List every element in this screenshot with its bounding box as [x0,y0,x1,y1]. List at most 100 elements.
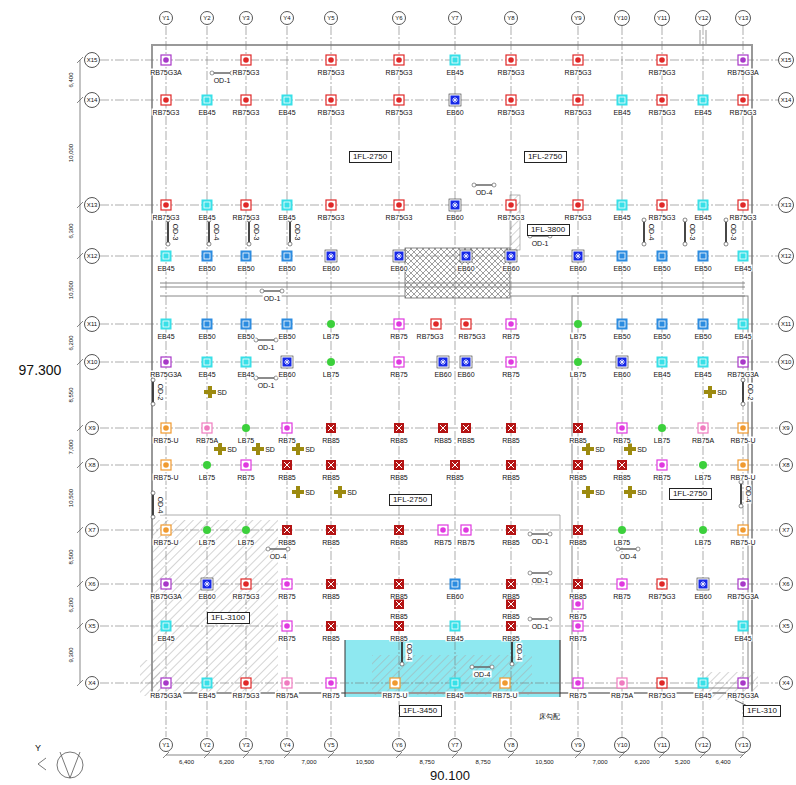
equipment-symbol [241,319,252,330]
od-tag: OD-4 [157,496,164,515]
device-tag: RB75 [456,539,476,546]
equipment-symbol [281,356,293,368]
device-tag: RB75G3 [564,69,593,76]
dimension: 9,300 [68,646,74,663]
equipment-symbol [573,55,583,65]
dimension: 10,500 [68,280,74,300]
grid-axis-bubble: X7 [779,523,793,537]
equipment-symbol [657,319,668,330]
dimension: 8,750 [474,759,491,765]
node-text: Y6 [395,742,402,748]
overall-dimension: 90.100 [429,769,471,782]
equipment-symbol [326,579,336,589]
grid-axis-bubble: X14 [84,92,100,108]
grid-axis-bubble: Y13 [735,10,751,26]
node-text: 1FL-310 [747,707,777,715]
device-tag: RB85 [501,593,521,600]
od-tag: OD-1 [531,240,550,247]
od-tag: OD-1 [257,382,276,389]
equipment-symbol [572,250,584,262]
equipment-symbol [698,423,708,433]
grid-axis-bubble: X5 [779,619,793,633]
device-tag: EB45 [445,692,464,699]
dimension-tick [77,97,83,103]
node-text: X8 [782,462,789,468]
od-tag: OD-4 [213,223,220,242]
node-text: Y8 [507,742,514,748]
device-tag: RB85 [501,474,521,481]
od-tag: OD-4 [745,485,752,504]
node-text: X12 [87,253,98,259]
dimension-tick [163,752,169,758]
equipment-symbol [202,357,213,368]
equipment-symbol [617,678,627,688]
device-tag: EB60 [612,371,631,378]
equipment-symbol [282,460,292,470]
equipment-symbol [326,55,336,65]
dimension: 10,500 [68,487,74,507]
equipment-symbol [438,423,448,433]
node-text: X7 [782,527,789,533]
equipment-symbol [202,678,213,689]
equipment-symbol [202,200,213,211]
device-tag: EB50 [693,265,712,272]
equipment-symbol [738,621,749,632]
dimension-tick [77,581,83,587]
grid-axis-bubble: Y6 [392,738,406,752]
device-tag: RB75-U [730,437,757,444]
equipment-symbol [202,319,213,330]
sd-tag: SD [594,489,606,496]
equipment-symbol [617,95,628,106]
device-tag: RB75G3 [648,109,677,116]
od-tag: OD-3 [730,223,737,242]
grid-axis-bubble: Y12 [695,10,711,26]
device-tag: RB75G3 [232,214,261,221]
od-tag: OD-4 [473,671,492,678]
grid-axis-bubble: Y9 [571,738,585,752]
grid-axis-bubble: X7 [85,523,99,537]
fixture-symbol [207,218,211,246]
equipment-symbol [617,579,627,589]
dimension-tick [77,321,83,327]
node-text: Y11 [657,742,667,748]
device-tag: RB75G3 [385,109,414,116]
device-tag: EB60 [445,214,464,221]
equipment-symbol [242,526,250,534]
equipment-symbol [161,678,171,688]
fixture-symbol [204,386,216,398]
equipment-symbol [161,95,171,105]
grid-axis-bubble: X9 [85,421,99,435]
device-tag: RB75G3 [564,109,593,116]
od-tag: OD-3 [689,223,696,242]
fixture-symbol [288,218,292,246]
device-tag: EB45 [693,692,712,699]
node-text: 1FL-2750 [393,496,427,504]
equipment-symbol [738,95,748,105]
grid-axis-bubble: Y2 [200,11,214,25]
grid-axis-bubble: Y1 [159,11,173,25]
equipment-symbol [241,200,251,210]
north-mark: Y [34,744,42,753]
device-tag: RB75G3 [497,69,526,76]
fixture-symbol [260,289,284,293]
fixture-symbol [528,571,552,575]
equipment-symbol [394,579,404,589]
device-tag: RB75G3A [726,692,760,699]
equipment-symbol [574,358,582,366]
device-tag: RB75G3 [648,69,677,76]
grid-axis-bubble: Y13 [735,737,751,753]
device-tag: EB60 [389,265,408,272]
device-tag: EB45 [612,109,631,116]
equipment-symbol [506,621,516,631]
od-tag: OD-2 [747,383,754,402]
device-tag: EB45 [197,214,216,221]
device-tag: EB50 [236,265,255,272]
fixture-symbol [214,443,226,455]
device-tag: RB75 [501,371,521,378]
equipment-symbol [698,357,709,368]
device-tag: RB75 [321,692,341,699]
device-tag: EB50 [197,333,216,340]
equipment-symbol [242,424,250,432]
node-text: X4 [88,680,95,686]
node-text: 1FL-3100 [211,614,245,622]
